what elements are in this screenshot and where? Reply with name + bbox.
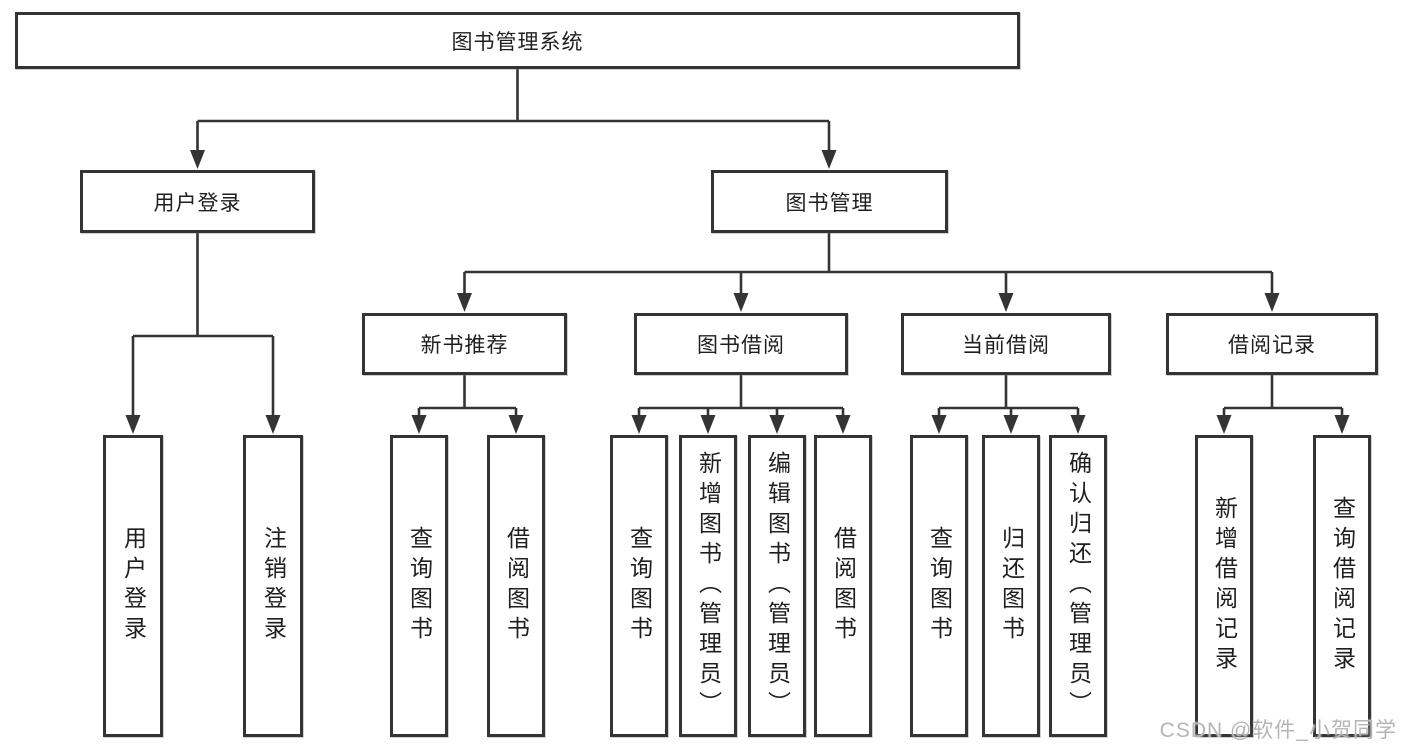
csdn-watermark: CSDN @软件_小贺同学 (1159, 719, 1397, 742)
node-library-system-label: 图书管理系统 (451, 30, 584, 54)
leaf-query-borrow-record-label: 查询借阅记录 (1329, 496, 1356, 676)
leaf-query-books-current: 查询图书 (910, 435, 968, 737)
node-book-borrow: 图书借阅 (634, 313, 848, 375)
leaf-borrow-books-recommend: 借阅图书 (487, 435, 545, 737)
leaf-add-borrow-record-label: 新增借阅记录 (1211, 496, 1238, 676)
leaf-user-login: 用户登录 (103, 435, 163, 737)
leaf-add-borrow-record: 新增借阅记录 (1195, 435, 1253, 737)
leaf-logout: 注销登录 (243, 435, 303, 737)
node-new-book-recommend: 新书推荐 (362, 313, 567, 375)
leaf-return-books-label: 归还图书 (998, 526, 1025, 646)
leaf-confirm-return-admin: 确认归还（管理员） (1049, 435, 1107, 737)
leaf-add-book-admin-label: 新增图书（管理员） (695, 451, 722, 721)
leaf-borrow-books-label: 借阅图书 (830, 526, 857, 646)
connector-root-to-level2 (196, 68, 831, 151)
connector-book-borrow-subtree (637, 375, 845, 416)
node-library-system: 图书管理系统 (15, 12, 1020, 69)
connector-current-borrow-subtree (937, 375, 1080, 416)
leaf-return-books: 归还图书 (982, 435, 1040, 737)
leaf-query-books-borrow: 查询图书 (610, 435, 668, 737)
leaf-borrow-books: 借阅图书 (814, 435, 872, 737)
leaf-confirm-return-admin-label: 确认归还（管理员） (1065, 451, 1092, 721)
leaf-query-books-borrow-label: 查询图书 (626, 526, 653, 646)
node-new-book-recommend-label: 新书推荐 (420, 334, 509, 357)
leaf-query-books-current-label: 查询图书 (926, 526, 953, 646)
node-book-borrow-label: 图书借阅 (697, 334, 785, 357)
node-current-borrow-label: 当前借阅 (962, 334, 1050, 357)
node-current-borrow: 当前借阅 (901, 313, 1111, 375)
leaf-query-borrow-record: 查询借阅记录 (1313, 435, 1371, 737)
leaf-add-book-admin: 新增图书（管理员） (679, 435, 737, 737)
node-borrow-records: 借阅记录 (1166, 313, 1378, 375)
leaf-query-books-recommend: 查询图书 (390, 435, 448, 737)
leaf-edit-book-admin: 编辑图书（管理员） (748, 435, 806, 737)
leaf-logout-label: 注销登录 (260, 526, 287, 646)
node-user-login-branch: 用户登录 (80, 170, 315, 233)
leaf-edit-book-admin-label: 编辑图书（管理员） (764, 451, 791, 721)
node-book-management-label: 图书管理 (785, 191, 874, 215)
connector-user-login-subtree (131, 233, 275, 416)
leaf-borrow-books-recommend-label: 借阅图书 (503, 526, 530, 646)
leaf-user-login-label: 用户登录 (120, 526, 147, 646)
leaf-query-books-recommend-label: 查询图书 (406, 526, 433, 646)
connector-borrow-records-subtree (1222, 375, 1344, 416)
connector-new-book-subtree (417, 375, 518, 416)
node-borrow-records-label: 借阅记录 (1228, 334, 1316, 357)
node-user-login-branch-label: 用户登录 (153, 191, 242, 215)
node-book-management: 图书管理 (711, 170, 948, 233)
connector-book-mgmt-to-level3 (463, 233, 1274, 294)
